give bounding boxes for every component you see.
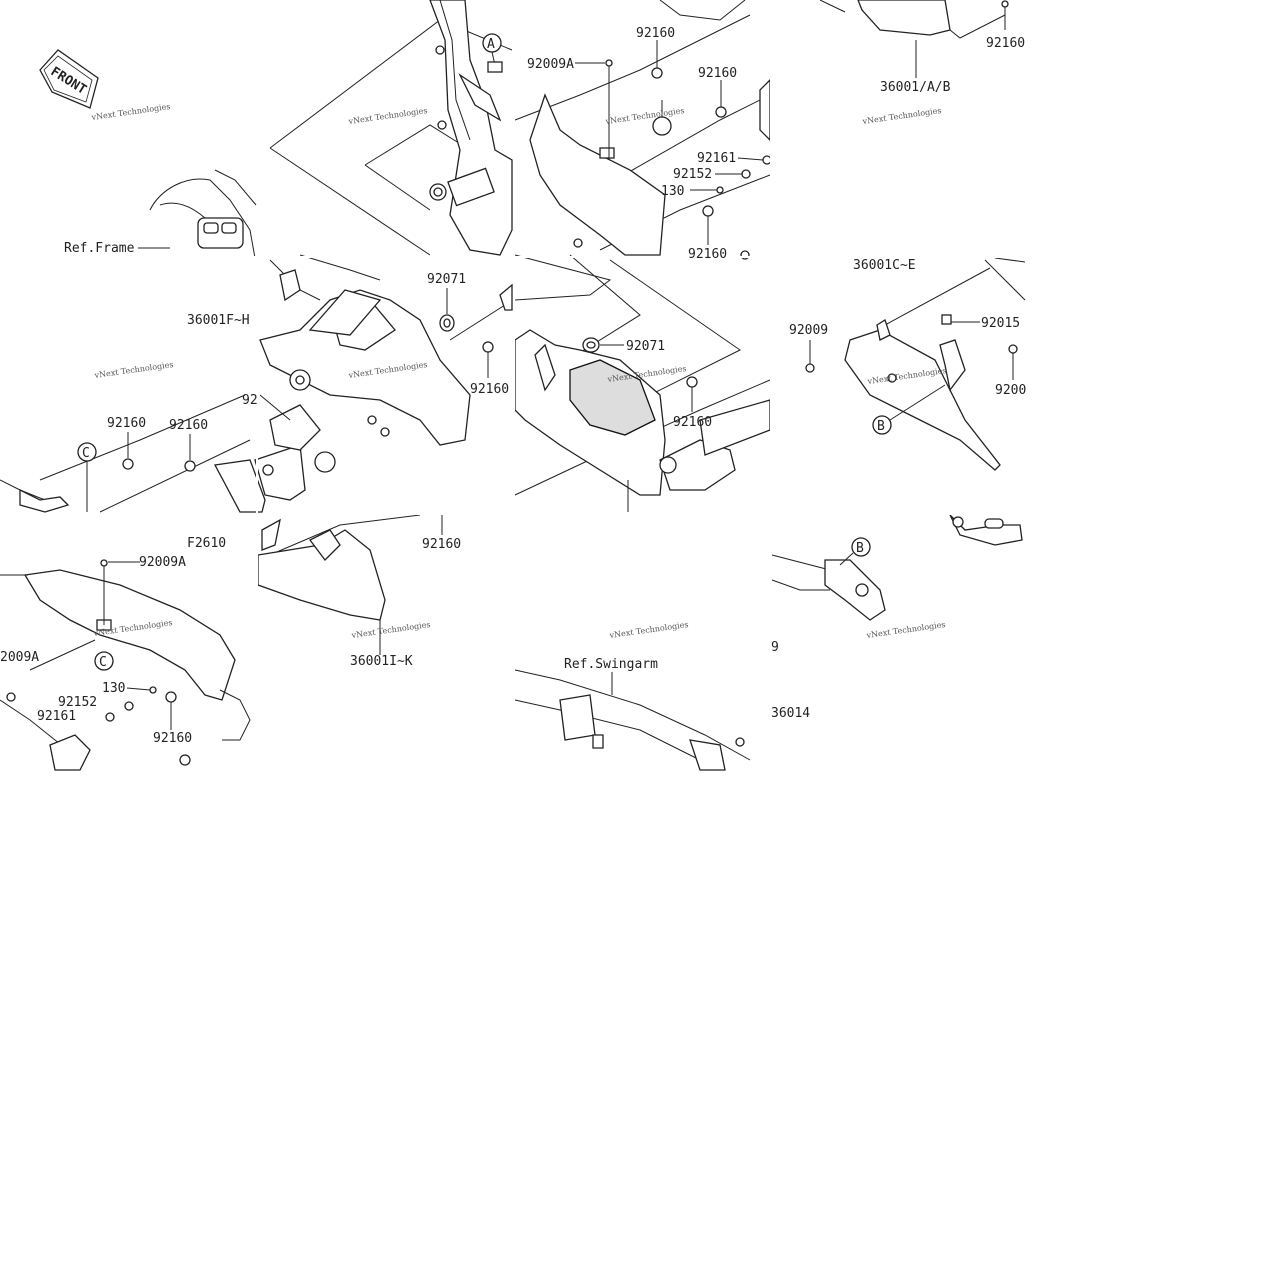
svg-text:A: A xyxy=(487,37,495,52)
label-130-top: 130 xyxy=(661,184,684,199)
label-9-trunc: 9 xyxy=(771,640,779,655)
label-92160-b: 92160 xyxy=(698,66,737,81)
front-arrow-icon xyxy=(39,49,99,109)
label-92160-f: 92160 xyxy=(673,415,712,430)
watermark-2: vNext Technologies xyxy=(347,106,428,126)
label-92161-top: 92161 xyxy=(697,151,736,166)
tile-2-3 xyxy=(514,254,771,512)
svg-text:C: C xyxy=(82,446,90,461)
tile-3-4 xyxy=(771,514,1023,621)
callout-c-top xyxy=(652,100,672,136)
label-92009-trunc: 9200 xyxy=(995,383,1026,398)
watermark-5: vNext Technologies xyxy=(93,360,174,380)
tile-1-1 xyxy=(138,169,257,259)
watermark-12: vNext Technologies xyxy=(865,620,946,640)
tile-1-4 xyxy=(819,0,1009,78)
watermark-11: vNext Technologies xyxy=(608,620,689,640)
nut-92160-mid xyxy=(482,341,494,378)
label-92160-trunc: 92 xyxy=(242,393,258,408)
label-92009: 92009 xyxy=(789,323,828,338)
label-92152-bottom: 92152 xyxy=(58,695,97,710)
label-36001-ik: 36001I~K xyxy=(350,654,413,669)
label-130-bottom: 130 xyxy=(102,681,125,696)
label-92152-top: 92152 xyxy=(673,167,712,182)
label-figure-code: F2610 xyxy=(187,536,226,551)
label-36001-ab: 36001/A/B xyxy=(880,80,951,95)
grommet-92071-left xyxy=(439,288,455,332)
label-92009a-top: 92009A xyxy=(527,57,574,72)
callout-a: A xyxy=(482,33,503,73)
watermark-1: vNext Technologies xyxy=(90,102,171,122)
nut-92160-right xyxy=(686,376,698,412)
label-92160-g: 92160 xyxy=(107,416,146,431)
svg-text:B: B xyxy=(877,419,885,434)
label-ref-swingarm: Ref.Swingarm xyxy=(564,657,658,672)
grommet-92071-right xyxy=(582,337,624,353)
label-92160-i: 92160 xyxy=(422,537,461,552)
label-92160-j: 92160 xyxy=(153,731,192,746)
label-92009a-bottom: 92009A xyxy=(139,555,186,570)
watermark-4: vNext Technologies xyxy=(861,106,942,126)
watermark-3: vNext Technologies xyxy=(604,106,685,126)
tile-2-1 xyxy=(0,394,251,513)
tile-2-2 xyxy=(213,254,513,513)
label-92160-h: 92160 xyxy=(169,418,208,433)
tile-2-4 xyxy=(805,257,1026,471)
callout-b-upper: B xyxy=(872,384,946,435)
label-92009a-trunc: 2009A xyxy=(0,650,39,665)
label-92160-a: 92160 xyxy=(636,26,675,41)
label-36001-fh: 36001F~H xyxy=(187,313,250,328)
label-92071-right: 92071 xyxy=(626,339,665,354)
label-92161-bottom: 92161 xyxy=(37,709,76,724)
label-36014: 36014 xyxy=(771,706,810,721)
label-92015: 92015 xyxy=(981,316,1020,331)
callout-c-upper: C xyxy=(77,442,97,512)
label-92071-left: 92071 xyxy=(427,272,466,287)
tile-1-2 xyxy=(269,0,513,256)
tile-3-1 xyxy=(0,559,251,771)
tile-3-2 xyxy=(257,514,443,655)
tile-1-3 xyxy=(514,0,771,256)
callout-c-lower: C xyxy=(94,651,114,671)
label-92160-c: 92160 xyxy=(986,36,1025,51)
label-92160-d: 92160 xyxy=(688,247,727,262)
watermark-10: vNext Technologies xyxy=(350,620,431,640)
label-92160-e: 92160 xyxy=(470,382,509,397)
callout-b-lower: B xyxy=(839,537,871,566)
svg-text:C: C xyxy=(99,655,107,670)
svg-text:B: B xyxy=(856,541,864,556)
label-36001-ce: 36001C~E xyxy=(853,258,916,273)
label-ref-frame: Ref.Frame xyxy=(64,241,135,256)
tile-3-3 xyxy=(514,669,751,771)
